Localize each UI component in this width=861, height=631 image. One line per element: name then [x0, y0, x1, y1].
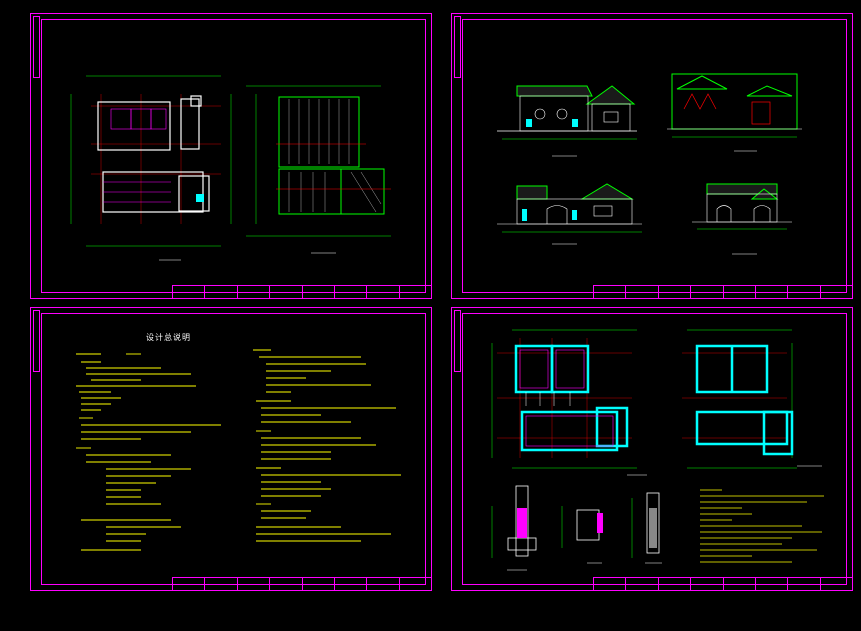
drawing-sheet-design-notes[interactable]: 设计总说明 [30, 307, 432, 591]
title-block-cell [173, 578, 206, 590]
title-block-cell [659, 578, 692, 590]
binding-margin [454, 16, 461, 78]
floor-plan-drawing [70, 75, 391, 261]
binding-margin [454, 310, 461, 372]
title-block-cell [303, 578, 335, 590]
title-block-cell [756, 286, 789, 298]
elevation-drawings [497, 73, 802, 255]
notes-text-block [76, 349, 401, 551]
title-block-cell [594, 578, 627, 590]
title-block-cell [788, 578, 821, 590]
title-block [593, 577, 852, 590]
title-block-cell [367, 578, 400, 590]
notes-title: 设计总说明 [146, 333, 191, 342]
title-block-cell [691, 578, 724, 590]
drawing-sheet-structure[interactable] [451, 307, 853, 591]
title-block [593, 285, 852, 298]
title-block [172, 577, 431, 590]
title-block-cell [205, 578, 238, 590]
title-block-cell [724, 578, 756, 590]
sheet-border [462, 313, 847, 585]
binding-margin [33, 16, 40, 78]
title-block-cell [270, 286, 303, 298]
title-block-cell [724, 286, 756, 298]
drawing-sheet-floor-plan[interactable] [30, 13, 432, 299]
title-block-cell [173, 286, 206, 298]
sheet-border [41, 19, 426, 293]
title-block-cell [238, 286, 271, 298]
title-block-cell [303, 286, 335, 298]
sheet-border [462, 19, 847, 293]
title-block-cell [205, 286, 238, 298]
title-block-cell [238, 578, 271, 590]
sheet-border [41, 313, 426, 585]
title-block-cell [335, 286, 368, 298]
structural-drawings [491, 329, 824, 571]
title-block-cell [626, 286, 659, 298]
title-block-cell [691, 286, 724, 298]
title-block-cell [367, 286, 400, 298]
title-block-cell [270, 578, 303, 590]
title-block-cell [626, 578, 659, 590]
title-block-cell [756, 578, 789, 590]
binding-margin [33, 310, 40, 372]
title-block-cell [335, 578, 368, 590]
title-block-cell [788, 286, 821, 298]
title-block-cell [659, 286, 692, 298]
title-block-cell [594, 286, 627, 298]
drawing-sheet-elevations[interactable] [451, 13, 853, 299]
title-block [172, 285, 431, 298]
